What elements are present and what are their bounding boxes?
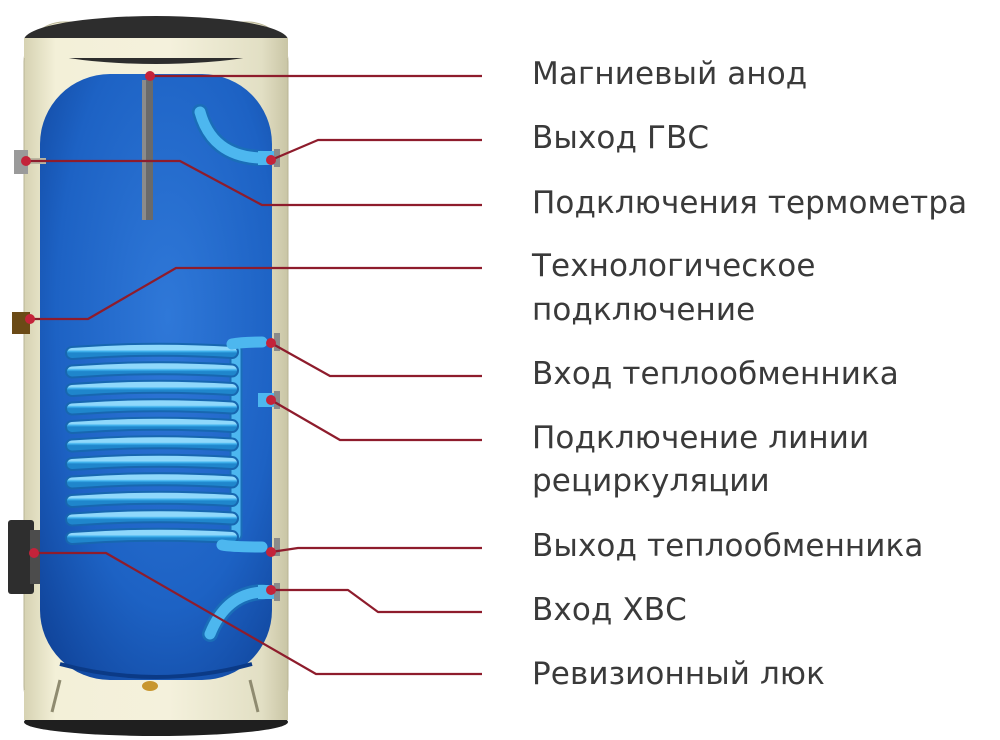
coil-turn bbox=[67, 437, 237, 451]
label-cold-water-inlet: Вход ХВС bbox=[532, 592, 687, 628]
coil-turn bbox=[67, 363, 237, 377]
leader-cold-water-inlet-dot bbox=[266, 585, 276, 595]
leader-heat-exchanger-outlet-dot bbox=[266, 547, 276, 557]
leader-technological-connection-dot bbox=[25, 314, 35, 324]
label-recirculation-line2: рециркуляции bbox=[532, 463, 770, 499]
leader-lines bbox=[21, 71, 482, 676]
label-technological-connection-line1: Технологическое bbox=[532, 248, 816, 284]
leader-heat-exchanger-outlet bbox=[270, 546, 482, 554]
leader-thermometer-connections-dot bbox=[21, 156, 31, 166]
coil-turn bbox=[67, 511, 237, 525]
leader-cold-water-inlet bbox=[271, 588, 482, 614]
coil-turn bbox=[67, 400, 237, 414]
coil-turn bbox=[67, 492, 237, 506]
leader-inspection-hatch-dot bbox=[29, 548, 39, 558]
label-hot-water-outlet: Выход ГВС bbox=[532, 120, 710, 156]
label-thermometer-connections: Подключения термометра bbox=[532, 185, 968, 221]
coil-turn bbox=[67, 529, 237, 543]
heat-exchanger-coil bbox=[65, 333, 280, 556]
inner-tank bbox=[40, 74, 272, 713]
label-magnesium-anode: Магниевый анод bbox=[532, 56, 808, 92]
label-technological-connection-line2: подключение bbox=[532, 292, 756, 328]
leader-heat-exchanger-inlet bbox=[270, 342, 482, 378]
coil-turn bbox=[67, 418, 237, 432]
coil-turn bbox=[67, 381, 237, 395]
leader-hot-water-outlet-dot bbox=[266, 155, 276, 165]
leader-inspection-hatch bbox=[34, 551, 482, 676]
magnesium-anode bbox=[142, 80, 153, 220]
coil-turn bbox=[67, 474, 237, 488]
coil-turn bbox=[67, 344, 237, 358]
leader-technological-connection bbox=[30, 266, 482, 321]
cold-water-inlet-pipe bbox=[202, 583, 280, 642]
leader-heat-exchanger-inlet-dot bbox=[266, 338, 276, 348]
leader-recirculation-line-dot bbox=[266, 395, 276, 405]
coil-turn bbox=[67, 455, 237, 469]
coil-outlet-stub bbox=[216, 539, 268, 553]
leader-hot-water-outlet bbox=[270, 138, 482, 162]
label-heat-exchanger-outlet: Выход теплообменника bbox=[532, 528, 924, 564]
coil-inlet-stub bbox=[226, 336, 268, 350]
leader-thermometer-connections bbox=[26, 159, 482, 207]
label-recirculation-line1: Подключение линии bbox=[532, 420, 870, 456]
label-heat-exchanger-inlet: Вход теплообменника bbox=[532, 356, 899, 392]
coil-outlet-flange bbox=[274, 538, 280, 556]
leader-recirculation-line bbox=[270, 399, 482, 442]
coil-inlet-flange bbox=[274, 333, 280, 351]
label-inspection-hatch: Ревизионный люк bbox=[532, 656, 825, 692]
leader-magnesium-anode-dot bbox=[145, 71, 155, 81]
